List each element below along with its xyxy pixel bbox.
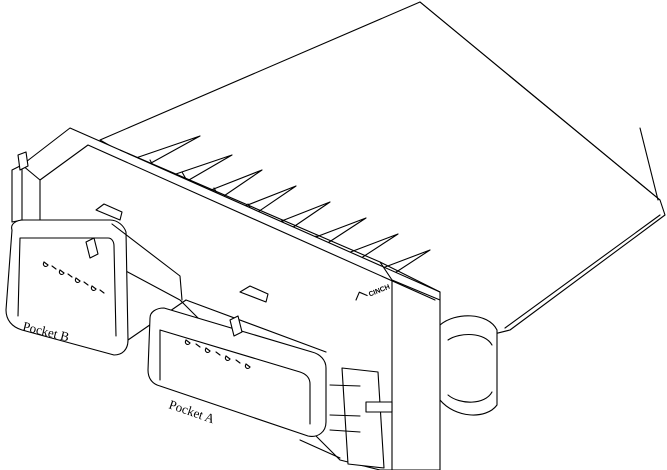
side-latch (299, 367, 393, 469)
pocket-b-contacts (42, 261, 105, 294)
header-frame (11, 127, 441, 470)
pocket-a-contacts (184, 339, 251, 369)
pocket-a-shroud (147, 299, 327, 437)
rear-clip (439, 315, 498, 416)
pocket-b-shroud (5, 219, 187, 356)
brand-mark-icon (355, 291, 368, 301)
